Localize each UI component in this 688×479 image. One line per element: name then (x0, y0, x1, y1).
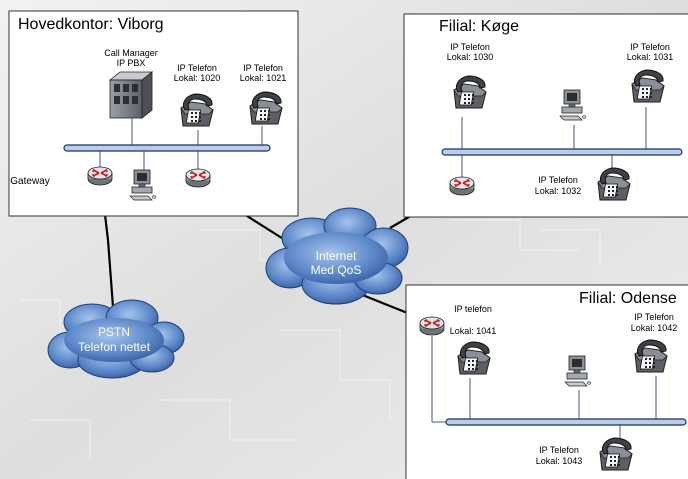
cloud-icon: PSTN Telefon nettet (47, 299, 185, 379)
router-icon (419, 316, 445, 336)
lan-bus-odense (445, 418, 687, 426)
label-gateway: Gateway (10, 176, 49, 187)
ip-phone-icon (599, 437, 633, 471)
label-phone-1030-line1: IP Telefon (450, 42, 490, 52)
ip-phone-icon (180, 93, 214, 127)
site-box-odense (405, 284, 688, 479)
label-phone-1042-line2: Lokal: 1042 (631, 323, 678, 333)
label-phone-1042-line1: IP Telefon (634, 312, 674, 322)
site-title-koge: Filial: Køge (439, 18, 519, 35)
site-title-viborg: Hovedkontor: Viborg (18, 16, 164, 33)
site-odense: Filial: Odense IP telefon Lokal: 1041 IP… (405, 284, 688, 479)
label-phone-1020-line2: Lokal: 1020 (174, 73, 221, 83)
label-phone-1043-line1: IP Telefon (539, 445, 579, 455)
label-pbx-line2: IP PBX (117, 58, 146, 68)
ip-phone-icon (597, 167, 631, 201)
label-phone-1021-line2: Lokal: 1021 (240, 73, 287, 83)
lan-bus-koge (441, 148, 683, 156)
label-phone-1020-line1: IP Telefon (177, 63, 217, 73)
label-phone-1032-line2: Lokal: 1032 (535, 186, 582, 196)
label-phone-1041-line2: Lokal: 1041 (450, 326, 497, 336)
router-icon (449, 176, 475, 196)
router-icon (87, 166, 113, 186)
cloud-label-pstn-line1: PSTN (98, 325, 130, 339)
background-texture (20, 219, 601, 460)
label-phone-1021-line1: IP Telefon (243, 63, 283, 73)
label-phone-1031-line1: IP Telefon (630, 42, 670, 52)
site-title-odense: Filial: Odense (579, 290, 677, 307)
ip-pbx-server-icon (108, 71, 154, 119)
site-koge: Filial: Køge IP Telefon Lokal: 1030 IP T… (403, 13, 688, 218)
ip-phone-icon (631, 69, 665, 103)
label-phone-1041-line1: IP telefon (454, 304, 492, 314)
label-phone-1030-line2: Lokal: 1030 (447, 52, 494, 62)
ip-phone-icon (457, 341, 491, 375)
label-pbx-line1: Call Manager (104, 48, 158, 58)
ip-phone-icon (634, 339, 668, 373)
ip-phone-icon (453, 75, 487, 109)
router-icon (185, 168, 211, 188)
site-viborg: Hovedkontor: Viborg Call Manager IP PBX … (8, 10, 299, 217)
cloud-label-internet-line2: Med QoS (311, 263, 362, 277)
cloud-label-pstn-line2: Telefon nettet (78, 340, 151, 354)
label-phone-1031-line2: Lokal: 1031 (627, 52, 674, 62)
cloud-icon: Internet Med QoS (265, 207, 409, 305)
label-phone-1032-line1: IP Telefon (538, 175, 578, 185)
site-box-viborg (8, 10, 299, 217)
ip-phone-icon (249, 91, 283, 125)
label-phone-1043-line2: Lokal: 1043 (536, 456, 583, 466)
cloud-label-internet-line1: Internet (316, 249, 357, 263)
lan-bus-viborg (63, 144, 271, 152)
